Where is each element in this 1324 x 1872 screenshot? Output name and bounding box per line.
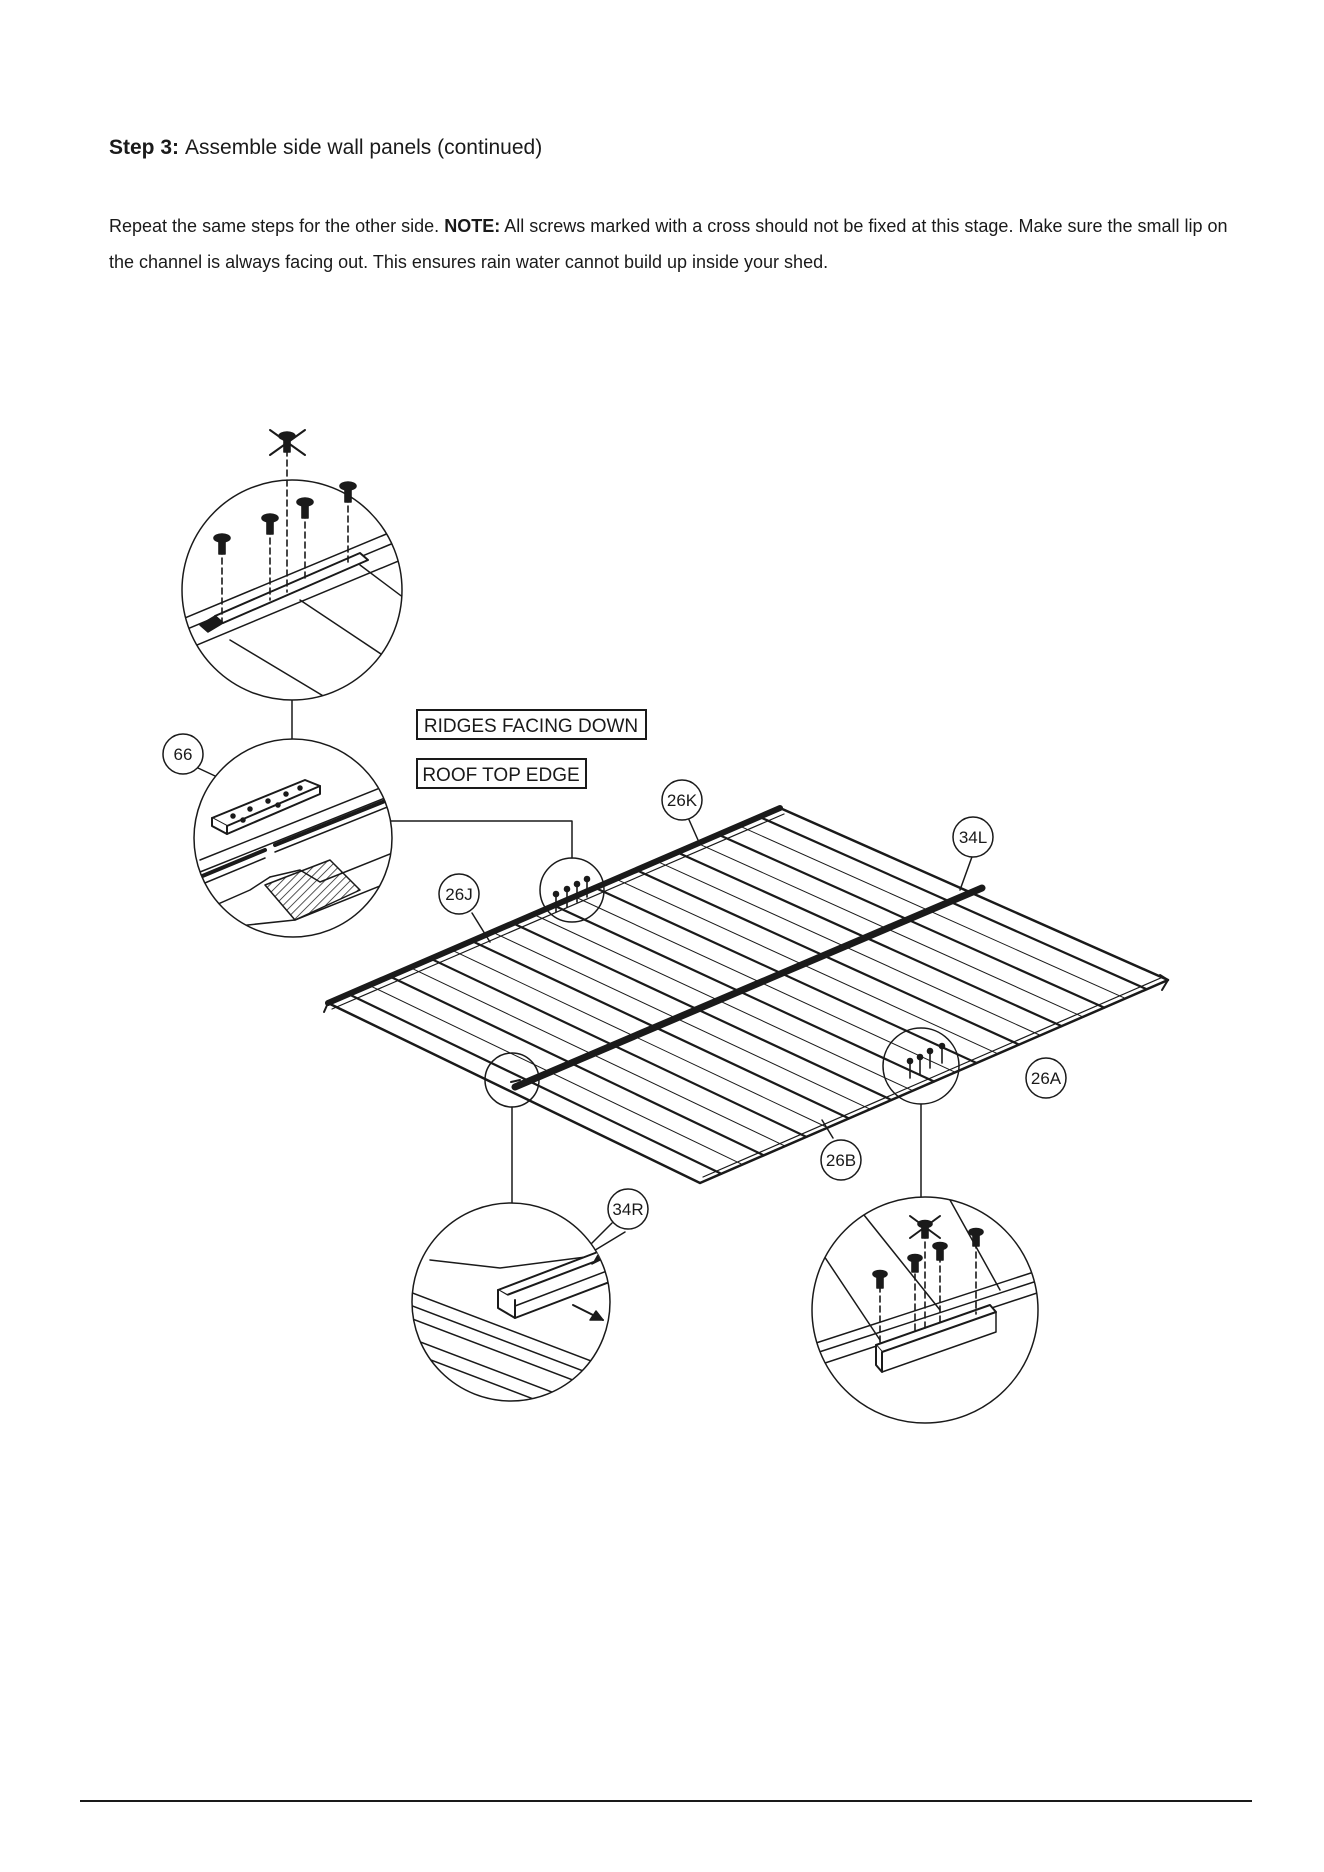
note-text: All screws marked with a cross should no… xyxy=(109,216,1228,272)
part-label-26A: 26A xyxy=(1025,1057,1067,1099)
part-34L-text: 34L xyxy=(959,828,987,847)
roof-panel-assembly xyxy=(323,805,1170,1185)
panel-ridge-line xyxy=(470,939,851,1120)
part-label-26K: 26K xyxy=(661,779,703,821)
detail-1-screws xyxy=(213,429,357,623)
ridges-facing-down-label: RIDGES FACING DOWN xyxy=(424,716,638,737)
detail-circle-6 xyxy=(811,1196,1039,1424)
panel-ridge-line xyxy=(409,967,786,1147)
panel-ridge-line xyxy=(552,904,936,1083)
roof-top-edge-box: ROOF TOP EDGE xyxy=(416,758,587,789)
part-label-34L: 34L xyxy=(952,816,994,858)
panel-ridge-line xyxy=(429,957,808,1138)
part-66-text: 66 xyxy=(174,745,193,764)
detail-6-screws xyxy=(872,1215,984,1344)
part-34R-text: 34R xyxy=(612,1200,643,1219)
roof-top-edge-label: ROOF TOP EDGE xyxy=(422,765,579,786)
panel-ridge-line xyxy=(347,993,723,1175)
panel-ridge-line xyxy=(450,949,829,1129)
part-26B-text: 26B xyxy=(826,1151,856,1170)
detail-2-contents xyxy=(198,779,392,931)
part-label-26J: 26J xyxy=(438,873,480,915)
panel-ridge-line xyxy=(368,984,744,1166)
part-26J-text: 26J xyxy=(445,885,472,904)
part-26K-text: 26K xyxy=(667,791,698,810)
ridges-facing-down-box: RIDGES FACING DOWN xyxy=(416,709,647,740)
step-title: Assemble side wall panels (continued) xyxy=(185,136,543,159)
part-label-66: 66 xyxy=(162,733,204,775)
panel-ridge-line xyxy=(593,886,978,1065)
panel-ridge-line xyxy=(532,913,914,1092)
instructions-lead: Repeat the same steps for the other side… xyxy=(109,216,440,236)
part-label-26B: 26B xyxy=(820,1139,862,1181)
instructions-text: Repeat the same steps for the other side… xyxy=(109,208,1229,280)
step-heading: Step 3:Assemble side wall panels (contin… xyxy=(109,136,542,160)
panel-ridge-line xyxy=(491,931,871,1110)
footer-rule xyxy=(80,1800,1252,1802)
panel-ridge-line xyxy=(388,975,765,1157)
part-label-34R: 34R xyxy=(607,1188,649,1230)
detail-6-contents xyxy=(812,1199,1038,1373)
panel-ridge-line xyxy=(511,922,893,1102)
note-label: NOTE: xyxy=(444,216,501,236)
panel-ridge-line xyxy=(574,896,956,1073)
part-26A-text: 26A xyxy=(1031,1069,1062,1088)
step-label: Step 3: xyxy=(109,136,180,159)
